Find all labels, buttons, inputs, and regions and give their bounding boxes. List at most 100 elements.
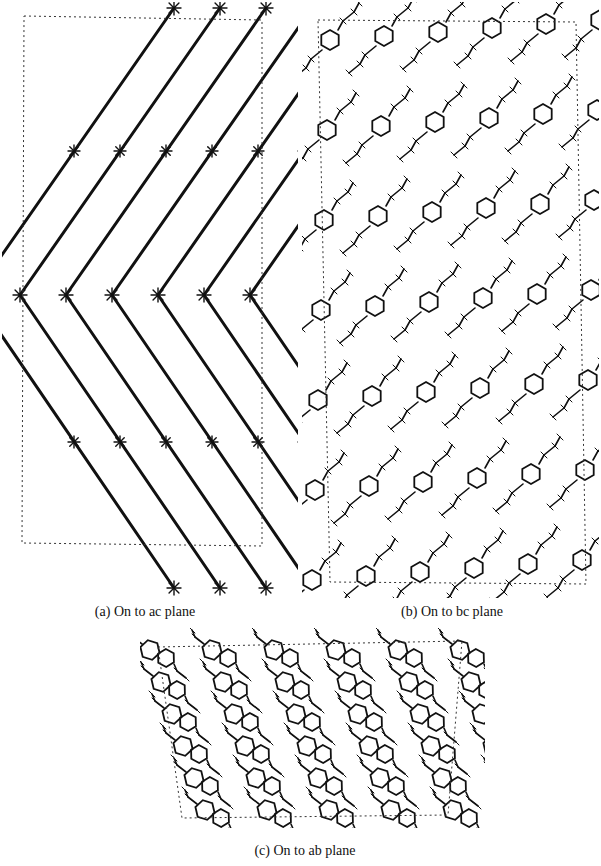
molecule-stroke bbox=[502, 90, 513, 99]
molecule-stroke bbox=[569, 390, 580, 399]
molecule-stroke bbox=[379, 548, 390, 557]
benzene-ring bbox=[220, 649, 236, 667]
molecule-stroke bbox=[442, 707, 448, 713]
molecule-stroke bbox=[302, 68, 306, 77]
molecule-stroke bbox=[347, 586, 358, 595]
benzene-ring bbox=[366, 296, 383, 316]
benzene-ring bbox=[306, 480, 323, 500]
molecule-stroke bbox=[318, 707, 324, 713]
benzene-ring bbox=[411, 562, 428, 582]
molecule-stroke bbox=[490, 450, 501, 459]
molecule-stroke bbox=[488, 369, 493, 378]
molecule-stroke bbox=[467, 218, 478, 227]
molecule-stroke bbox=[393, 449, 398, 458]
molecule-stroke bbox=[458, 172, 464, 178]
benzene-ring bbox=[363, 386, 380, 406]
molecule-stroke bbox=[401, 582, 412, 591]
molecule-stroke bbox=[485, 459, 490, 468]
molecule-stroke bbox=[559, 144, 565, 150]
molecule-stroke bbox=[349, 64, 360, 73]
molecule-stroke bbox=[386, 659, 392, 665]
molecule-stroke bbox=[413, 222, 424, 231]
benzene-ring bbox=[202, 777, 218, 795]
molecule-stroke bbox=[458, 488, 469, 497]
molecule-stroke bbox=[402, 179, 407, 188]
benzene-ring bbox=[264, 777, 280, 795]
molecule-stroke bbox=[559, 228, 570, 237]
benzene-ring bbox=[151, 672, 170, 692]
molecule-stroke bbox=[553, 408, 564, 417]
molecule-stroke bbox=[233, 755, 239, 761]
molecule-stroke bbox=[337, 340, 343, 346]
molecule-stroke bbox=[510, 403, 515, 412]
molecule-stroke bbox=[107, 290, 117, 300]
benzene-ring bbox=[359, 736, 378, 756]
molecule-stroke bbox=[254, 438, 262, 446]
molecule-stroke bbox=[442, 506, 453, 515]
molecule-stroke bbox=[357, 755, 363, 761]
molecule-stroke bbox=[183, 675, 189, 681]
molecule-stroke bbox=[475, 803, 481, 809]
molecule-stroke bbox=[447, 445, 452, 454]
molecule-stroke bbox=[527, 34, 538, 43]
molecule-stroke bbox=[449, 442, 455, 448]
molecule-stroke bbox=[284, 723, 290, 729]
molecule-stroke bbox=[552, 527, 557, 536]
benzene-ring bbox=[308, 768, 327, 788]
molecule-stroke bbox=[273, 691, 279, 697]
molecule-stroke bbox=[394, 246, 400, 252]
molecule-stroke bbox=[158, 295, 298, 588]
molecule-stroke bbox=[391, 739, 397, 745]
benzene-ring bbox=[180, 713, 196, 731]
molecule-stroke bbox=[560, 344, 566, 350]
molecule-stroke bbox=[450, 355, 455, 364]
molecule-stroke bbox=[66, 8, 266, 295]
benzene-ring bbox=[471, 378, 488, 398]
benzene-ring bbox=[468, 468, 485, 488]
benzene-ring bbox=[388, 777, 404, 795]
molecule-stroke bbox=[340, 334, 351, 343]
molecule-stroke bbox=[465, 137, 470, 146]
molecule-stroke bbox=[413, 803, 419, 809]
molecule-stroke bbox=[388, 278, 399, 287]
molecule-stroke bbox=[356, 316, 367, 325]
molecule-stroke bbox=[491, 279, 496, 288]
molecule-stroke bbox=[445, 332, 451, 338]
benzene-ring bbox=[337, 672, 356, 692]
benzene-ring bbox=[537, 14, 554, 34]
molecule-stroke bbox=[470, 128, 481, 137]
molecule-stroke bbox=[339, 453, 344, 462]
molecule-stroke bbox=[508, 58, 514, 64]
molecule-stroke bbox=[329, 739, 335, 745]
benzene-ring bbox=[286, 704, 305, 724]
benzene-ring bbox=[246, 768, 265, 788]
molecule-stroke bbox=[501, 441, 506, 450]
bc-projection bbox=[302, 2, 599, 598]
benzene-ring bbox=[375, 26, 392, 46]
molecule-stroke bbox=[250, 295, 298, 588]
molecule-stroke bbox=[498, 531, 503, 540]
molecule-stroke bbox=[302, 500, 307, 509]
molecule-stroke bbox=[496, 502, 507, 511]
molecule-stroke bbox=[536, 545, 541, 554]
molecule-stroke bbox=[439, 512, 445, 518]
molecule-stroke bbox=[443, 103, 448, 112]
molecule-stroke bbox=[408, 231, 413, 240]
molecule-stroke bbox=[303, 149, 308, 158]
molecule-stroke bbox=[518, 304, 529, 313]
molecule-stroke bbox=[482, 549, 487, 558]
molecule-stroke bbox=[396, 359, 401, 368]
benzene-ring bbox=[432, 768, 451, 788]
molecule-stroke bbox=[386, 197, 391, 206]
molecule-stroke bbox=[562, 54, 568, 60]
molecule-stroke bbox=[320, 561, 325, 570]
molecule-stroke bbox=[313, 628, 319, 633]
molecule-stroke bbox=[452, 352, 458, 358]
molecule-stroke bbox=[444, 535, 449, 544]
molecule-stroke bbox=[295, 755, 301, 761]
molecule-stroke bbox=[362, 136, 373, 145]
molecule-stroke bbox=[306, 59, 311, 68]
molecule-stroke bbox=[2, 295, 174, 588]
molecule-stroke bbox=[556, 86, 567, 95]
molecule-stroke bbox=[448, 659, 454, 665]
